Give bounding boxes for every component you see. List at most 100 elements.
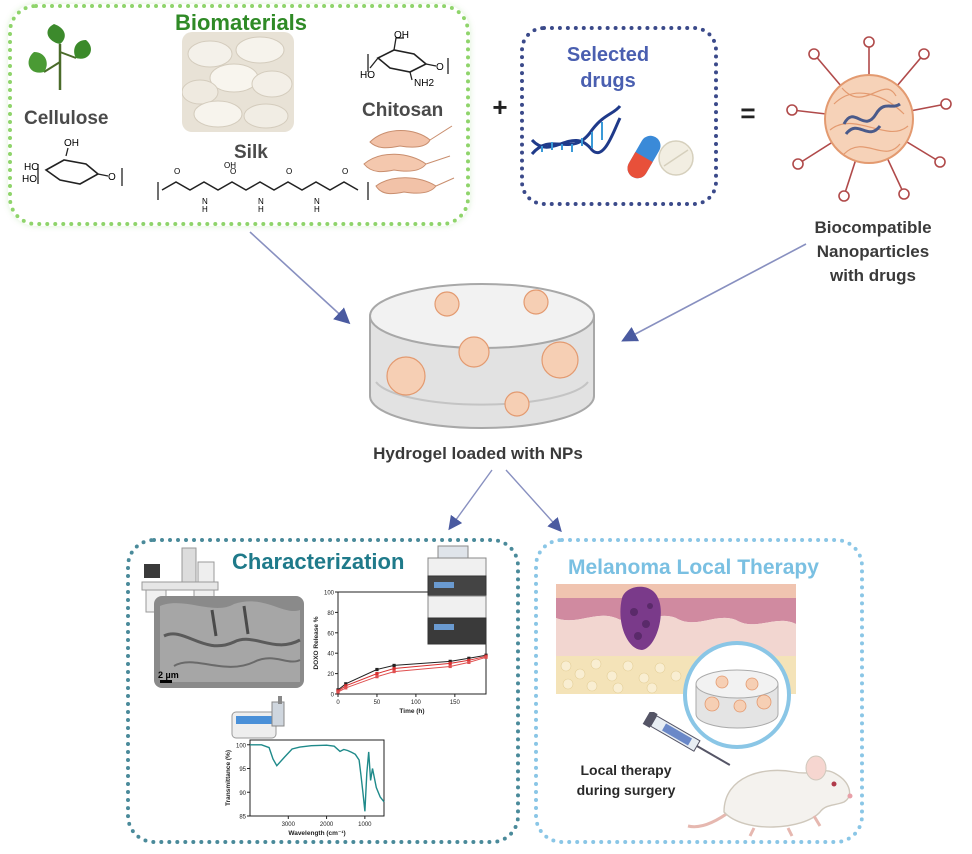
- characterization-panel: [126, 538, 520, 844]
- y-tick-label: 60: [327, 631, 334, 637]
- dna-icon: [530, 105, 622, 156]
- x-axis-label: Time (h): [399, 708, 424, 715]
- data-point: [336, 690, 340, 694]
- data-point: [344, 686, 348, 690]
- data-point: [448, 659, 452, 663]
- svg-text:O: O: [230, 167, 236, 176]
- leaf-icon: [28, 24, 91, 90]
- data-point: [392, 669, 396, 674]
- data-point: [448, 661, 452, 665]
- svg-text:H: H: [202, 205, 208, 214]
- svg-text:H: H: [314, 205, 320, 214]
- svg-text:O: O: [342, 167, 348, 176]
- syringe-icon: [642, 712, 731, 766]
- plot-frame: [249, 739, 385, 817]
- y-tick-label: 0: [331, 693, 335, 699]
- silk-cocoon-photo: [182, 32, 294, 132]
- data-point: [484, 655, 488, 659]
- data-point: [392, 663, 396, 668]
- cellulose-label: Cellulose: [24, 108, 109, 129]
- shrimp-icon: [363, 125, 455, 195]
- skin-cross-section-icon: [556, 584, 796, 694]
- svg-text:N: N: [202, 197, 208, 206]
- data-point: [448, 664, 452, 669]
- svg-text:OH: OH: [64, 138, 79, 149]
- hplc-instrument-icon: [427, 545, 487, 645]
- y-tick-label: 100: [324, 591, 335, 597]
- selected-drugs-title-line1: Selected: [566, 44, 650, 66]
- pill-capsule-icon: [627, 135, 661, 179]
- data-point: [375, 667, 379, 672]
- svg-text:H: H: [258, 205, 264, 214]
- melanoma-caption-line2: during surgery: [576, 782, 676, 798]
- svg-text:O: O: [286, 167, 292, 176]
- y-tick-label: 80: [327, 611, 334, 617]
- silk-structure: N H N H N H O O O O OH: [157, 161, 369, 214]
- x-tick-label: 1000: [358, 822, 372, 828]
- y-tick-label: 20: [327, 672, 334, 678]
- svg-text:HO: HO: [22, 174, 37, 185]
- nanoparticles-label-line2: Nanoparticles: [816, 242, 930, 261]
- nanoparticles-label-line3: with drugs: [830, 266, 916, 285]
- svg-text:N: N: [258, 197, 264, 206]
- x-tick-label: 3000: [282, 822, 296, 828]
- svg-text:HO: HO: [360, 70, 375, 81]
- data-point: [375, 672, 379, 676]
- melanoma-panel: [534, 538, 864, 844]
- hydrogel-label: Hydrogel loaded with NPs: [373, 444, 583, 463]
- data-point: [392, 666, 396, 671]
- svg-text:OH: OH: [224, 161, 236, 170]
- y-tick-label: 95: [239, 767, 246, 773]
- svg-text:OH: OH: [394, 30, 409, 41]
- series-line-2: [337, 655, 487, 692]
- y-tick-label: 85: [239, 815, 246, 821]
- x-tick-label: 2000: [320, 822, 334, 828]
- svg-text:2 µm: 2 µm: [158, 670, 179, 680]
- mouse-icon: [687, 755, 853, 837]
- tablet-icon: [658, 140, 694, 176]
- data-point: [344, 682, 348, 686]
- y-axis-label: DOXO Release %: [313, 616, 320, 669]
- chitosan-structure: OH HO O NH2: [360, 30, 449, 88]
- hydrogel-zoom-icon: [683, 641, 791, 749]
- nanoparticle-icon: [786, 36, 952, 202]
- biomaterials-panel: [8, 4, 470, 226]
- data-point: [467, 656, 471, 660]
- svg-text:O: O: [436, 62, 444, 73]
- y-tick-label: 100: [236, 743, 247, 749]
- svg-text:O: O: [174, 167, 180, 176]
- selected-drugs-panel: [520, 26, 718, 206]
- biomaterials-title: Biomaterials: [174, 10, 308, 35]
- svg-text:N: N: [314, 197, 320, 206]
- data-point: [467, 658, 471, 662]
- nanoparticles-label-line1: Biocompatible: [814, 218, 932, 237]
- y-tick-label: 40: [327, 652, 334, 658]
- chitosan-label: Chitosan: [362, 100, 444, 121]
- data-point: [467, 660, 471, 664]
- svg-text:O: O: [108, 172, 116, 183]
- x-axis-label: Wavelength (cm⁻¹): [288, 830, 345, 837]
- selected-drugs-title-line2: drugs: [580, 70, 636, 92]
- sem-image: 2 µm: [154, 596, 304, 688]
- hydrogel-icon: [369, 283, 595, 429]
- svg-text:HO: HO: [24, 162, 39, 173]
- series-line-1: [337, 654, 487, 691]
- melanoma-title: Melanoma Local Therapy: [568, 556, 819, 579]
- x-tick-label: 150: [450, 700, 461, 706]
- silk-label: Silk: [234, 142, 268, 163]
- plus-operator: +: [492, 92, 508, 122]
- y-tick-label: 90: [239, 791, 246, 797]
- cellulose-structure: OH HO HO O: [22, 138, 123, 186]
- equals-operator: =: [740, 98, 756, 128]
- svg-text:NH2: NH2: [414, 78, 434, 88]
- characterization-title: Characterization: [232, 549, 405, 574]
- x-tick-label: 0: [336, 700, 340, 706]
- y-axis-label: Transmittance (%): [225, 750, 232, 806]
- data-point: [344, 684, 348, 688]
- series-line-1: [250, 744, 385, 812]
- ftir-instrument-icon: [231, 696, 285, 739]
- melanoma-caption-line1: Local therapy: [580, 762, 672, 778]
